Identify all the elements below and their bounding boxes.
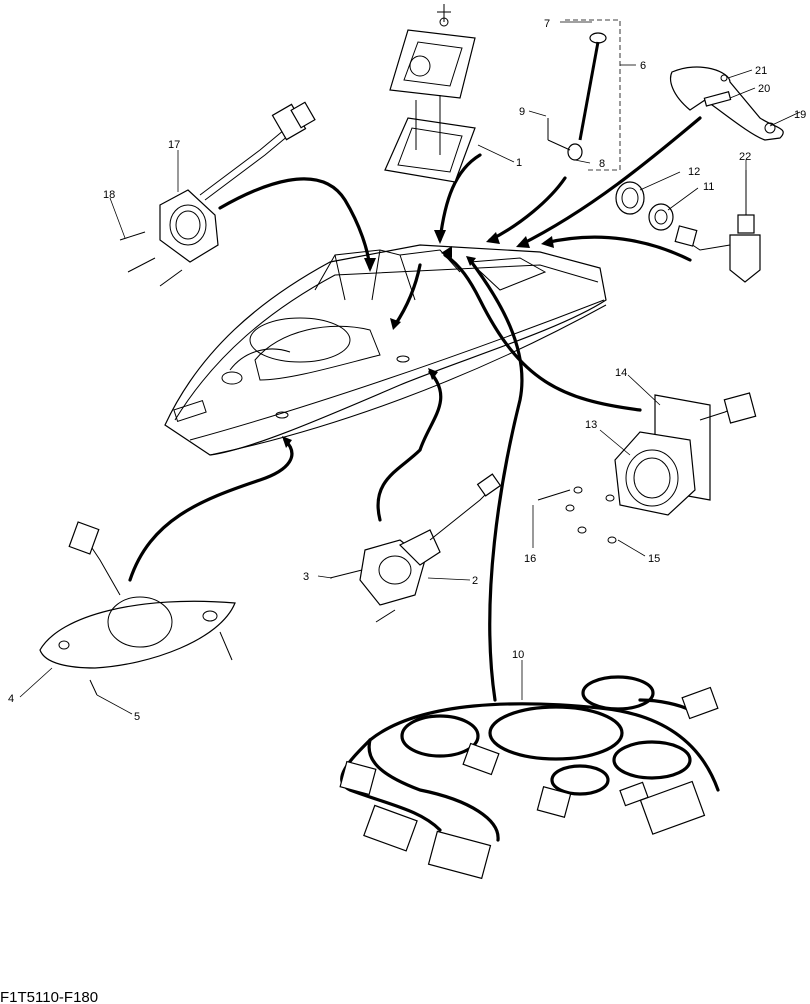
callout-labels: 1 2 3 4 5 6 7 8 9 10 11 12 13 14 15 16 1… (8, 18, 806, 723)
part-10-wire-harness (339, 675, 720, 880)
callout-22: 22 (739, 151, 751, 163)
callout-20: 20 (758, 83, 770, 95)
callout-11: 11 (703, 181, 714, 193)
callout-5: 5 (134, 711, 140, 723)
callout-17: 17 (168, 139, 180, 151)
part-22-sensor (674, 170, 761, 283)
callout-14: 14 (615, 367, 627, 379)
boat-hull (164, 244, 607, 456)
callout-2: 2 (472, 575, 478, 587)
callout-19: 19 (794, 109, 806, 121)
callout-18: 18 (103, 189, 115, 201)
callout-21: 21 (755, 65, 767, 77)
callout-9: 9 (519, 106, 525, 118)
part-19-bracket (669, 66, 784, 141)
callout-16: 16 (524, 553, 536, 565)
part-12-grommet (615, 181, 645, 215)
part-2-courtesy-light (329, 473, 502, 623)
part-17-switch-panel (119, 101, 316, 287)
callout-7: 7 (544, 18, 550, 30)
routing-lines (128, 116, 702, 702)
leader-lines (19, 21, 801, 715)
figure-code: F1T5110-F180 (0, 989, 98, 1004)
callout-8: 8 (599, 158, 605, 170)
callout-13: 13 (585, 419, 597, 431)
part-4-bow-light (39, 521, 236, 696)
callout-15: 15 (648, 553, 660, 565)
part-11-seal (648, 203, 674, 231)
callout-4: 4 (8, 693, 14, 705)
callout-3: 3 (303, 571, 309, 583)
part-13-14-switch-plate (537, 392, 757, 544)
arrowheads (282, 230, 554, 448)
callout-12: 12 (688, 166, 700, 178)
callout-1: 1 (516, 157, 522, 169)
callout-10: 10 (512, 649, 524, 661)
part-1-cover-frame (384, 4, 476, 183)
callout-6: 6 (640, 60, 646, 72)
part-6-rod-assembly (547, 19, 621, 171)
